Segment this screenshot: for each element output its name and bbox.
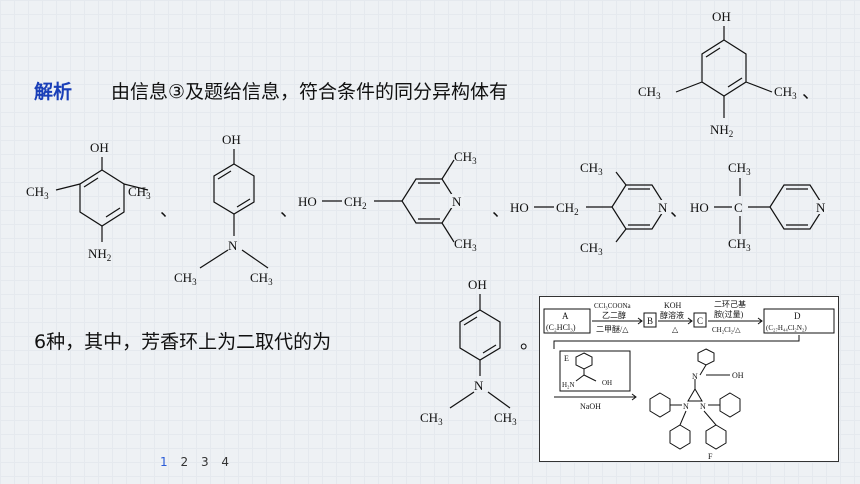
atom-n-imine: N — [692, 372, 698, 381]
line3-end: 。 — [520, 331, 540, 353]
atom-ch3-top: CH3 — [580, 160, 603, 177]
atom-ch3-left: CH3 — [638, 84, 661, 101]
compound-d-label: D — [794, 311, 801, 321]
structure-2: OH CH3 CH3 NH2 — [26, 140, 151, 263]
reagent1-bot: 二甲醚/△ — [596, 324, 629, 334]
atom-oh: OH — [90, 140, 109, 155]
atom-n: N — [452, 194, 462, 209]
compound-a-formula: (C₂HCl₃) — [546, 323, 576, 332]
separator: 、 — [670, 200, 688, 221]
atom-ch3-left: CH3 — [420, 410, 443, 427]
atom-ch3-right: CH3 — [128, 184, 151, 201]
reagent1-top: CCl₃COONa — [594, 302, 632, 310]
compound-a-label: A — [562, 311, 569, 321]
separator: 、 — [492, 200, 510, 221]
atom-ch3-left: CH3 — [26, 184, 49, 201]
atom-n-left: N — [683, 402, 689, 411]
atom-ch3-bottom: CH3 — [728, 236, 751, 253]
compound-c-label: C — [697, 316, 703, 326]
reagent3-mid: 胺(过量) — [714, 309, 744, 319]
page-link-3[interactable]: 3 — [200, 455, 209, 469]
atom-nh2: NH2 — [88, 246, 111, 263]
atom-ch3-top: CH3 — [454, 149, 477, 166]
reagent2-bot: △ — [672, 325, 679, 334]
atom-ch2: CH2 — [556, 200, 579, 217]
line1-text: 由信息③及题给信息，符合条件的同分异构体有 — [111, 81, 509, 103]
separator: 、 — [802, 82, 820, 103]
reaction-scheme-diagram: A (C₂HCl₃) CCl₃COONa 乙二醇 二甲醚/△ B KOH 醇溶液… — [543, 299, 835, 461]
atom-n: N — [228, 238, 238, 253]
structure-4: HO CH2 N CH3 CH3 — [298, 149, 477, 253]
structure-1: OH CH3 CH3 NH2 — [638, 9, 797, 139]
compound-d-formula: (C₂₇H₄₄Cl₂N₂) — [766, 324, 807, 332]
reagent1-mid: 乙二醇 — [602, 310, 626, 320]
atom-nh2: NH2 — [710, 122, 733, 139]
page-link-1[interactable]: 1 — [160, 455, 168, 469]
atom-ch2: CH2 — [344, 194, 367, 211]
compound-e-oh: OH — [602, 379, 612, 387]
atom-ho: HO — [298, 194, 317, 209]
atom-n-right: N — [700, 402, 706, 411]
atom-ch3-top: CH3 — [728, 160, 751, 177]
compound-f-oh: OH — [732, 371, 744, 380]
line3-text: 6种，其中，芳香环上为二取代的为 — [34, 331, 332, 353]
compound-e-h2n: H₂N — [562, 381, 575, 389]
reagent-naoh: NaOH — [580, 402, 601, 411]
atom-c: C — [734, 200, 743, 215]
atom-ho: HO — [510, 200, 529, 215]
atom-oh: OH — [712, 9, 731, 24]
pagination: 1 2 3 4 — [160, 455, 238, 469]
analysis-label: 解析 — [34, 81, 73, 103]
structure-5: HO CH2 N CH3 CH3 — [510, 160, 670, 257]
atom-ch3-left: CH3 — [174, 270, 197, 287]
compound-e-label: E — [564, 354, 569, 363]
separator: 、 — [280, 200, 298, 221]
page-link-4[interactable]: 4 — [221, 455, 230, 469]
atom-ch3-right: CH3 — [494, 410, 517, 427]
answer-structure: OH N CH3 CH3 — [420, 277, 517, 427]
compound-b-label: B — [647, 316, 653, 326]
atom-n: N — [658, 200, 668, 215]
reagent2-mid: 醇溶液 — [660, 310, 684, 320]
reagent2-top: KOH — [664, 301, 682, 310]
compound-f-label: F — [708, 452, 713, 461]
atom-oh: OH — [468, 277, 487, 292]
separator: 、 — [160, 200, 178, 221]
structure-6: HO C CH3 CH3 N — [690, 160, 828, 253]
structure-3: OH N CH3 CH3 — [174, 132, 273, 287]
atom-ch3-bottom: CH3 — [580, 240, 603, 257]
reagent3-top: 二环己基 — [714, 299, 746, 309]
reaction-scheme: A (C₂HCl₃) CCl₃COONa 乙二醇 二甲醚/△ B KOH 醇溶液… — [539, 296, 839, 462]
atom-n: N — [474, 378, 484, 393]
page-link-2[interactable]: 2 — [180, 455, 189, 469]
atom-n: N — [816, 200, 826, 215]
atom-ch3-right: CH3 — [774, 84, 797, 101]
reagent3-bot: CH₂Cl₂/△ — [712, 326, 741, 334]
atom-ch3-bottom: CH3 — [454, 236, 477, 253]
atom-ho: HO — [690, 200, 709, 215]
atom-oh: OH — [222, 132, 241, 147]
atom-ch3-right: CH3 — [250, 270, 273, 287]
